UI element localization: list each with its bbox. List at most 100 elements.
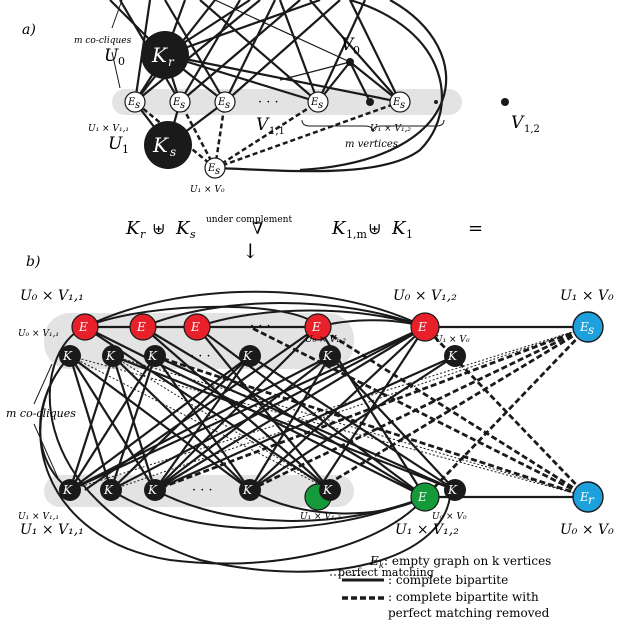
svg-text:V: V [256, 115, 270, 135]
svg-text:K: K [62, 349, 73, 363]
panel-b-u0xv0-small: U₀ × V₀ [432, 512, 467, 522]
svg-text:E: E [172, 97, 181, 108]
svg-text:0: 0 [353, 44, 360, 57]
svg-text:K: K [151, 43, 168, 67]
svg-text:1: 1 [406, 228, 413, 241]
panel-a-u1xv11: U₁ × V₁,₁ [88, 124, 129, 134]
panel-a-es-node-2: E s [169, 91, 191, 113]
svg-text:E: E [579, 490, 589, 504]
panel-b-u1xv0-top: U₁ × V₀ [560, 288, 614, 304]
svg-text:E: E [127, 97, 136, 108]
svg-text:E: E [310, 97, 319, 108]
panel-b-kr-node-5: K [319, 345, 341, 367]
legend-complete-bipartite-removed: : complete bipartite with perfect matchi… [342, 590, 550, 620]
legend-perfect-matching: perfect matching [330, 566, 434, 579]
svg-text:r: r [168, 55, 175, 69]
svg-text:1,2: 1,2 [524, 124, 540, 135]
svg-text:s: s [190, 228, 196, 241]
svg-text:E: E [311, 320, 321, 334]
panel-b-u0xv11-top: U₀ × V₁,₁ [20, 288, 84, 304]
panel-b-u1xv11-small: U₁ × V₁,₁ [18, 512, 59, 522]
panel-b-es-green-node-2: E [410, 482, 440, 512]
svg-text:K: K [447, 349, 458, 363]
svg-text:r: r [588, 493, 595, 507]
panel-b-label: b) [26, 254, 40, 270]
panel-b-kr-node-1: K [59, 345, 81, 367]
panel-b-u1xv0-small: U₁ × V₀ [435, 335, 470, 345]
svg-text:E: E [369, 554, 379, 568]
svg-text:: complete bipartite with: : complete bipartite with [388, 590, 539, 604]
panel-b-er-node-top-3: E [183, 313, 211, 341]
panel-a-v11-label: V 1,1 [256, 115, 285, 137]
panel-b-kr-node-2: K [102, 345, 124, 367]
svg-text:K: K [147, 349, 158, 363]
svg-text:K: K [175, 218, 191, 239]
panel-a-kr-node: K r [141, 31, 189, 79]
svg-text:s: s [135, 100, 140, 111]
panel-a-dots: · · · [258, 95, 279, 110]
svg-text:V: V [511, 113, 525, 133]
panel-b-ks-node-4: K [239, 479, 261, 501]
formula: K r ⊎ K s under complement ∇ ↓ K 1,m ⊎ K… [125, 215, 483, 263]
panel-a-cocliques-arrow [111, 0, 123, 29]
svg-text:1,m: 1,m [346, 228, 367, 241]
panel-b-perfect-matching-edges [69, 326, 589, 498]
legend-ek: E k : empty graph on k vertices [369, 554, 551, 570]
panel-b-u1xv12-small: U₁ × V₁,₂ [300, 512, 341, 522]
panel-b-curves [39, 290, 451, 573]
panel-a-u1xv12: U₁ × V₁,₂ [370, 124, 411, 134]
svg-text:E: E [207, 163, 216, 174]
panel-a-es-node-6: E s [204, 157, 226, 179]
svg-text:K: K [152, 133, 169, 157]
svg-text:1,1: 1,1 [269, 126, 285, 137]
panel-b-ks-node-5: K [319, 479, 341, 501]
panel-a-label: a) [22, 22, 36, 38]
legend: E k : empty graph on k vertices perfect … [330, 554, 551, 620]
svg-text:s: s [400, 100, 405, 111]
panel-b-er-node-top-4: E [304, 313, 332, 341]
panel-b-kr-node-3: K [144, 345, 166, 367]
svg-text:⊎: ⊎ [152, 219, 165, 238]
svg-text:s: s [225, 100, 230, 111]
svg-text:E: E [579, 320, 589, 334]
svg-text:K: K [331, 218, 347, 239]
panel-a-u1xv0: U₁ × V₀ [190, 185, 225, 195]
panel-a-v0-dot [346, 58, 354, 66]
svg-text:K: K [447, 483, 458, 497]
panel-a-v12-label: V 1,2 [511, 113, 540, 135]
panel-b-cocliques-arrow-down [33, 423, 59, 479]
panel-b-es-blue-node: E s [572, 311, 604, 343]
panel-b-cocliques-arrow-up [33, 363, 53, 405]
panel-a-band [112, 89, 462, 115]
svg-text:E: E [217, 97, 226, 108]
svg-text:K: K [391, 218, 407, 239]
panel-b-dashed-edges [154, 325, 590, 499]
svg-text:E: E [417, 320, 427, 334]
panel-a-es-node-5: E s [389, 91, 411, 113]
panel-a-m-cocliques: m co-cliques [74, 36, 132, 46]
svg-text:K: K [322, 483, 333, 497]
panel-b-kr-node-4: K [239, 345, 261, 367]
svg-text:E: E [78, 320, 88, 334]
panel-b-er-node-top-5: E [410, 312, 440, 342]
panel-b-ks-node-3: K [144, 479, 166, 501]
panel-b-dots-top-1: · · · [250, 319, 271, 334]
formula-equals: = [468, 218, 483, 239]
panel-b-u0xv12-small: U₀ × V₁,₂ [305, 335, 346, 345]
svg-text:s: s [180, 100, 185, 111]
svg-text:r: r [140, 228, 146, 241]
panel-b-dots-bottom: · · · [192, 483, 213, 498]
panel-b-er-node-top-1: E [71, 313, 99, 341]
panel-b-m-cocliques: m co-cliques [6, 407, 76, 420]
svg-text:perfect matching: perfect matching [338, 566, 434, 579]
panel-a-brace [301, 119, 445, 133]
panel-b-kr-node-6: K [444, 345, 466, 367]
panel-b-ks-node-2: K [100, 479, 122, 501]
svg-text:: complete bipartite: : complete bipartite [388, 573, 508, 587]
panel-a: a) [22, 0, 540, 195]
panel-b-er-node-top-2: E [129, 313, 157, 341]
svg-text:s: s [215, 166, 220, 177]
svg-text:K: K [103, 483, 114, 497]
panel-a-dot-2 [501, 98, 509, 106]
